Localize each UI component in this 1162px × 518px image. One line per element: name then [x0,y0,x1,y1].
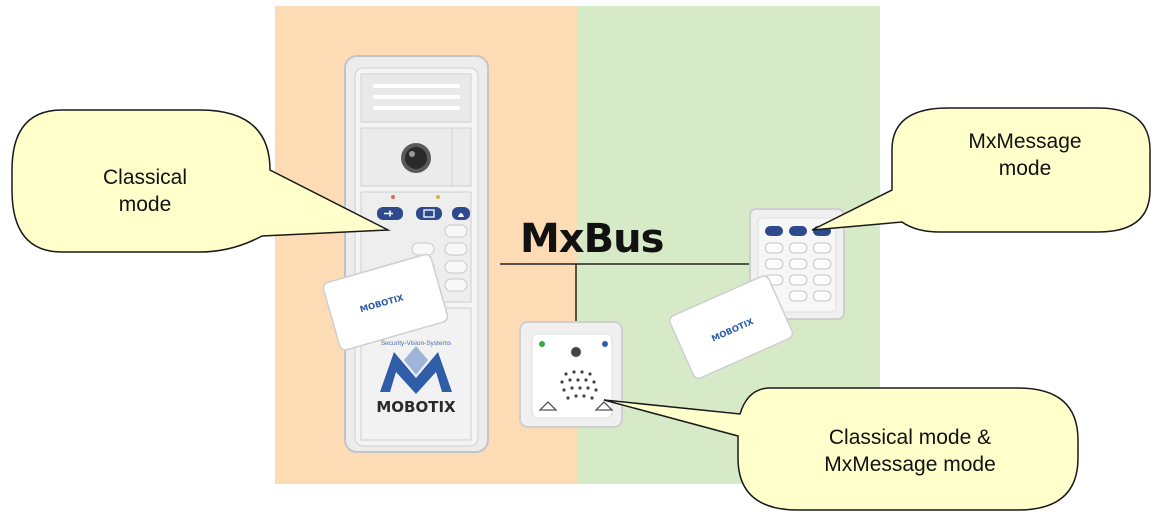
rfid-card-left: MOBOTIX [322,253,449,351]
mxbus-label: MxBus [520,216,664,262]
callout-both-bubble [603,387,1079,511]
mobotix-logo-mark [380,346,452,394]
brand-name-large: MOBOTIX [376,398,456,416]
callout-both-line2: MxMessage mode [824,453,996,476]
callout-both-line1: Classical mode & [828,426,992,449]
callout-classical-text: Classical mode [60,164,230,218]
callout-classical-line2: mode [118,193,172,216]
callout-classical-bubble [11,109,391,253]
indoor-audio-unit [519,321,623,428]
rfid-card-right: MOBOTIX [669,275,794,379]
callout-mxmessage-text: MxMessage mode [930,128,1120,182]
callout-mxmessage-line2: mode [998,157,1052,180]
callout-both-text: Classical mode & MxMessage mode [770,424,1050,478]
brand-tagline: Security-Vision-Systems [381,340,452,347]
callout-mxmessage-bubble [811,107,1151,233]
callout-classical-line1: Classical [102,166,188,189]
callout-mxmessage-line1: MxMessage [968,130,1082,153]
door-station: Security-Vision-Systems MOBOTIX [344,55,489,453]
mxmessage-keypad [749,208,845,320]
